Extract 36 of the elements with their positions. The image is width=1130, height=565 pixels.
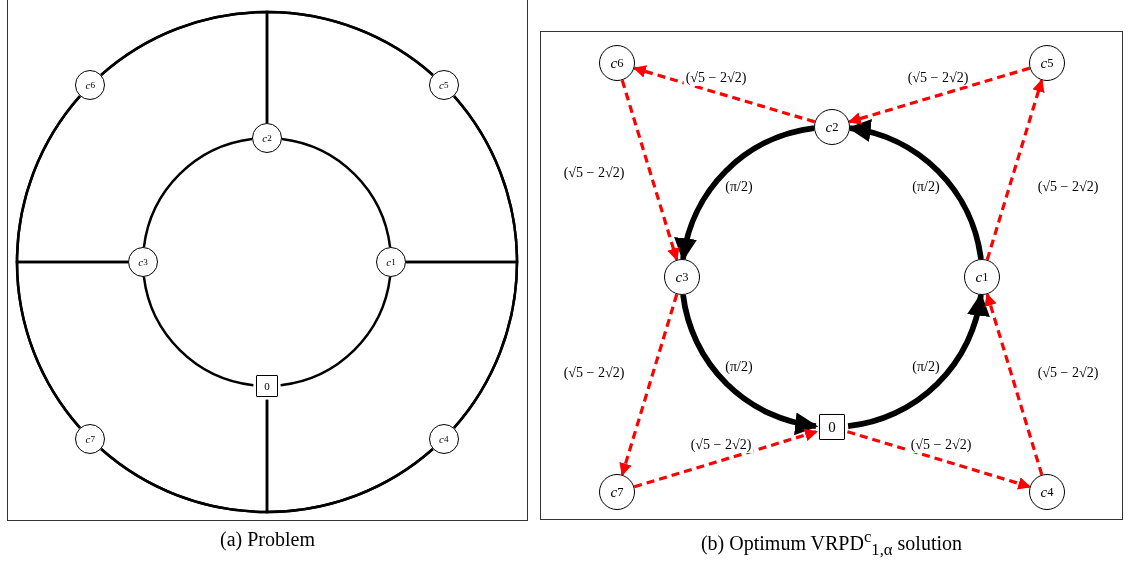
edge-label: (√5 − 2√2): [561, 365, 627, 381]
edge-label: (√5 − 2√2): [908, 437, 974, 453]
connector-line: [15, 260, 128, 429]
connector-arrow: [847, 120, 984, 260]
connector-line: [406, 95, 519, 264]
depot-square: 0: [256, 375, 278, 397]
edge-label: (√5 − 2√2): [905, 70, 971, 86]
edge-label: (π/2): [910, 179, 942, 195]
connector-line: [265, 399, 434, 514]
connector-arrow: [633, 65, 816, 124]
edge-label: (√5 − 2√2): [1035, 365, 1101, 381]
edge-label: (π/2): [723, 359, 755, 375]
connector-arrow: [846, 430, 1031, 490]
edge-label: (√5 − 2√2): [688, 437, 754, 453]
connector-arrow: [984, 293, 1044, 476]
connector-arrow: [633, 428, 818, 489]
edge-label: (√5 − 2√2): [1035, 179, 1101, 195]
figure-caption: (b) Optimum VRPD$^{c}$$_{1,α}$ solution: [700, 527, 963, 560]
connector-arrow: [847, 292, 989, 429]
edge-label: (π/2): [723, 179, 755, 195]
connector-line: [281, 137, 392, 248]
connector-line: [142, 276, 254, 387]
connector-line: [142, 137, 253, 248]
connector-arrow: [675, 125, 815, 262]
connector-line: [280, 276, 392, 387]
edge-label: (π/2): [910, 359, 942, 375]
edge-label: (√5 − 2√2): [683, 70, 749, 86]
figure-caption: (a) Problem: [220, 528, 315, 551]
depot-square: 0: [819, 414, 845, 440]
connector-line: [100, 10, 269, 123]
connector-arrow: [619, 293, 679, 476]
connector-arrow: [620, 79, 680, 261]
connector-arrow: [680, 294, 819, 434]
edge-label: (√5 − 2√2): [561, 165, 627, 181]
connector-arrow: [848, 66, 1031, 125]
connector-arrow: [985, 79, 1045, 261]
